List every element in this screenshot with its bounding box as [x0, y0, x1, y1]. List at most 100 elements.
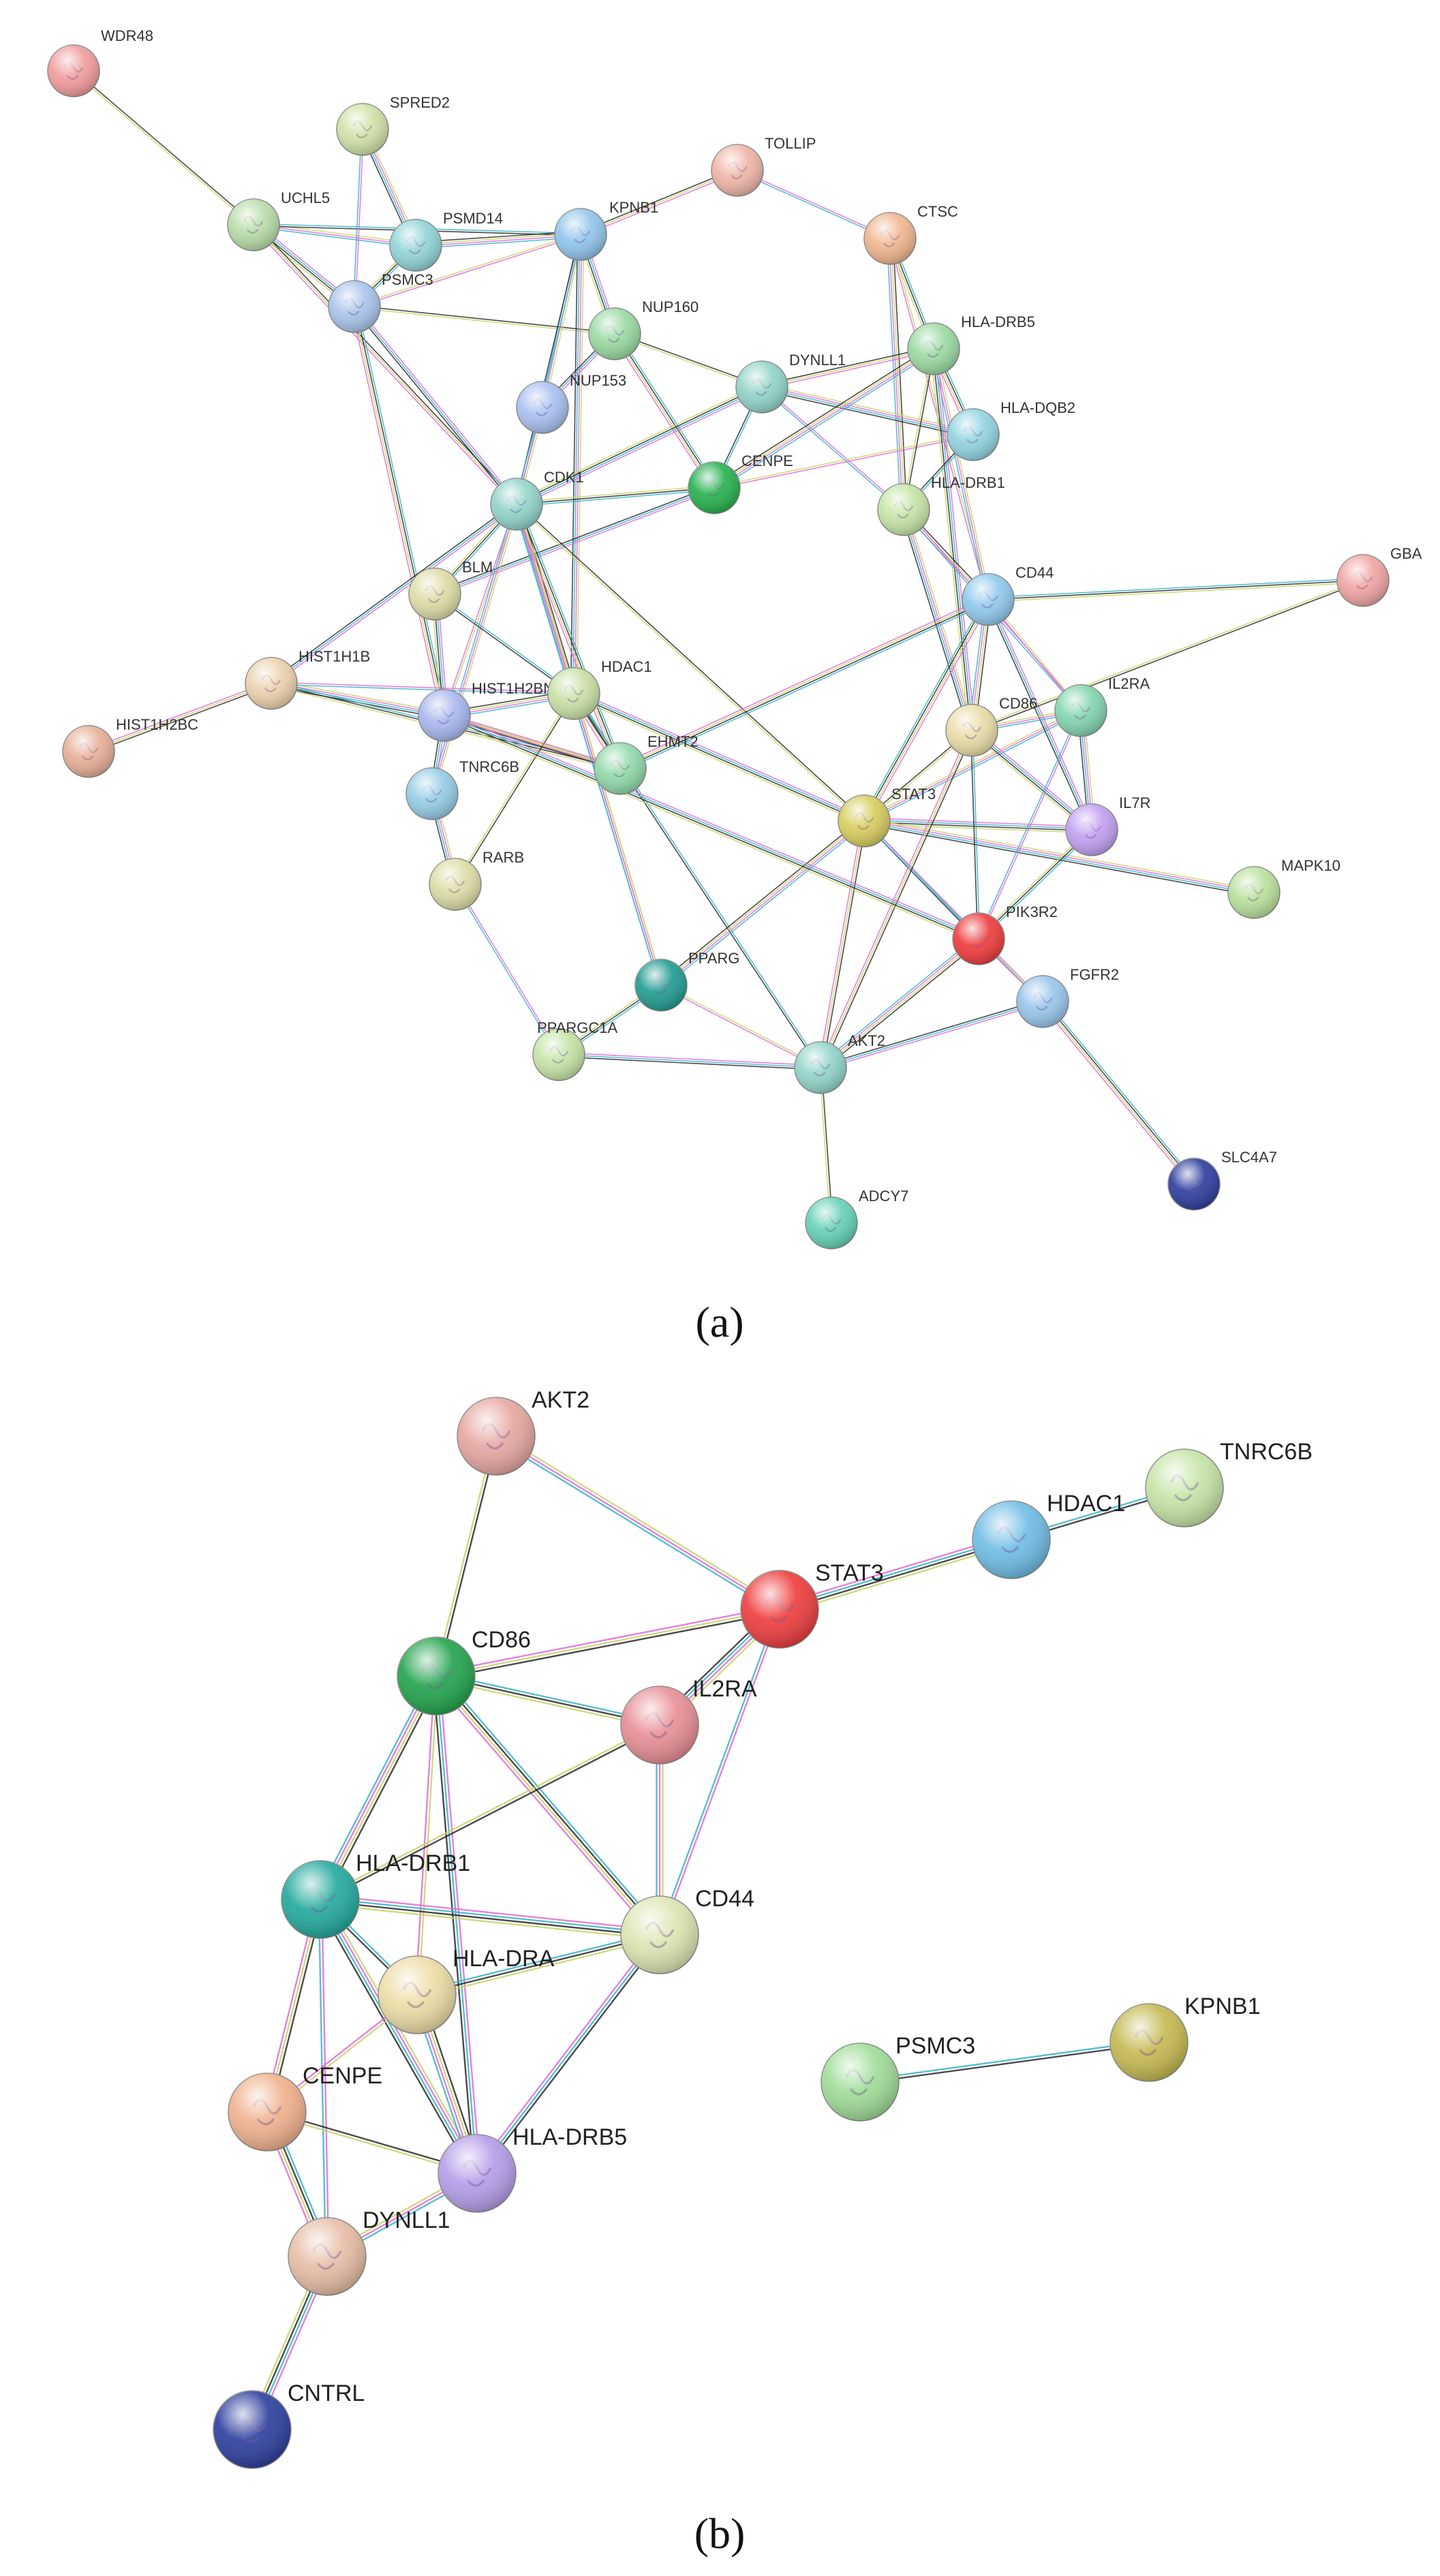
node-MAPK10[interactable]: MAPK10 — [1227, 857, 1341, 919]
edge-line — [573, 694, 864, 823]
node-STAT3[interactable]: STAT3 — [740, 1560, 884, 1649]
edge-line — [778, 1534, 1011, 1606]
node-GBA[interactable]: GBA — [1336, 545, 1422, 607]
node-HLA-DRB1[interactable]: HLA-DRB1 — [281, 1850, 470, 1939]
node-CTSC[interactable]: CTSC — [863, 203, 958, 265]
node-HLA-DRB1[interactable]: HLA-DRB1 — [877, 474, 1005, 536]
edge-HDAC1-STAT3 — [572, 690, 866, 824]
edge-line — [859, 2040, 1149, 2081]
edge-line — [513, 505, 618, 770]
node-CD44[interactable]: CD44 — [962, 564, 1054, 626]
edge-line — [350, 307, 442, 717]
node-gloss — [213, 2391, 291, 2468]
edge-PSMC3-HIST1H2BN — [350, 305, 448, 717]
node-HLA-DRA[interactable]: HLA-DRA — [378, 1946, 555, 2034]
node-gloss — [429, 858, 481, 910]
node-gloss — [688, 462, 740, 514]
edge-line — [572, 696, 863, 824]
edge-line — [820, 1001, 1043, 1068]
node-label: CTSC — [917, 203, 958, 220]
node-IL2RA[interactable]: IL2RA — [1054, 675, 1150, 737]
node-HIST1H2BC[interactable]: HIST1H2BC — [62, 716, 198, 778]
edge-HLA-DRB5-HLA-DRB1 — [902, 348, 936, 510]
node-RARB[interactable]: RARB — [429, 849, 524, 911]
node-HDAC1[interactable]: HDAC1 — [547, 658, 652, 720]
node-PIK3R2[interactable]: PIK3R2 — [952, 903, 1058, 965]
node-CD86[interactable]: CD86 — [397, 1627, 531, 1716]
node-HIST1H2BN[interactable]: HIST1H2BN — [418, 680, 554, 742]
node-label: SLC4A7 — [1221, 1149, 1277, 1166]
node-label: BLM — [462, 559, 493, 576]
node-CDK1[interactable]: CDK1 — [490, 469, 584, 531]
edge-line — [904, 349, 936, 510]
node-KPNB1[interactable]: KPNB1 — [1109, 1993, 1261, 2082]
edge-line — [864, 817, 1092, 828]
edge-line — [517, 489, 715, 507]
node-HDAC1[interactable]: HDAC1 — [972, 1491, 1125, 1579]
node-PSMD14[interactable]: PSMD14 — [389, 210, 503, 272]
node-CENPE[interactable]: CENPE — [688, 452, 793, 514]
node-WDR48[interactable]: WDR48 — [47, 27, 153, 97]
node-EHMT2[interactable]: EHMT2 — [594, 733, 699, 795]
node-HLA-DRB5[interactable]: HLA-DRB5 — [907, 313, 1035, 375]
edge-line — [576, 234, 585, 694]
node-NUP160[interactable]: NUP160 — [588, 298, 699, 360]
node-BLM[interactable]: BLM — [408, 559, 493, 621]
edge-line — [1043, 1000, 1195, 1184]
edge-PPARG-AKT2 — [660, 983, 822, 1070]
node-ADCY7[interactable]: ADCY7 — [805, 1188, 908, 1250]
edge-RARB-PPARGC1A — [454, 883, 560, 1056]
node-KPNB1[interactable]: KPNB1 — [554, 199, 658, 261]
node-TOLLIP[interactable]: TOLLIP — [711, 135, 816, 197]
node-HLA-DQB2[interactable]: HLA-DQB2 — [947, 399, 1075, 461]
node-IL7R[interactable]: IL7R — [1065, 794, 1150, 856]
node-TNRC6B[interactable]: TNRC6B — [405, 758, 519, 820]
edge-line — [444, 715, 620, 771]
node-label: TNRC6B — [1220, 1439, 1313, 1465]
edge-line — [434, 1676, 660, 1937]
node-SLC4A7[interactable]: SLC4A7 — [1167, 1149, 1277, 1211]
edge-CD86-HLA-DRB1 — [315, 1673, 442, 1902]
node-DYNLL1[interactable]: DYNLL1 — [288, 2207, 450, 2296]
node-CD86[interactable]: CD86 — [945, 695, 1037, 757]
node-PPARG[interactable]: PPARG — [634, 950, 739, 1012]
node-TNRC6B[interactable]: TNRC6B — [1145, 1439, 1313, 1527]
edge-line — [971, 578, 1363, 730]
node-CNTRL[interactable]: CNTRL — [213, 2380, 365, 2469]
edge-line — [821, 1003, 1044, 1070]
node-FGFR2[interactable]: FGFR2 — [1016, 966, 1119, 1028]
node-PPARGC1A[interactable]: PPARGC1A — [532, 1019, 618, 1081]
edge-line — [737, 168, 891, 238]
edge-line — [572, 234, 581, 694]
edge-line — [416, 234, 581, 247]
node-HIST1H1B[interactable]: HIST1H1B — [245, 648, 370, 710]
node-CENPE[interactable]: CENPE — [228, 2063, 382, 2152]
node-STAT3[interactable]: STAT3 — [838, 786, 936, 848]
edge-line — [435, 489, 716, 597]
node-IL2RA[interactable]: IL2RA — [620, 1676, 757, 1765]
node-PSMC3[interactable]: PSMC3 — [328, 271, 433, 333]
edge-line — [435, 1675, 478, 2174]
edge-line — [615, 332, 716, 488]
node-PSMC3[interactable]: PSMC3 — [821, 2033, 975, 2122]
edge-line — [454, 884, 559, 1056]
node-AKT2[interactable]: AKT2 — [794, 1032, 885, 1094]
node-gloss — [288, 2218, 366, 2295]
edge-line — [822, 940, 981, 1071]
node-gloss — [409, 568, 461, 620]
node-CD44[interactable]: CD44 — [620, 1886, 754, 1974]
node-label: PIK3R2 — [1006, 903, 1058, 920]
edge-line — [580, 170, 738, 235]
node-UCHL5[interactable]: UCHL5 — [227, 189, 330, 251]
node-label: HIST1H2BC — [116, 716, 198, 733]
node-label: DYNLL1 — [363, 2207, 450, 2233]
edge-line — [414, 1675, 435, 1995]
edge-line — [863, 823, 1092, 834]
node-DYNLL1[interactable]: DYNLL1 — [735, 352, 846, 414]
node-NUP153[interactable]: NUP153 — [516, 372, 626, 434]
edge-line — [712, 345, 933, 486]
node-SPRED2[interactable]: SPRED2 — [336, 94, 450, 156]
node-AKT2[interactable]: AKT2 — [457, 1387, 589, 1476]
node-HLA-DRB5[interactable]: HLA-DRB5 — [438, 2124, 627, 2213]
edge-line — [890, 238, 906, 510]
